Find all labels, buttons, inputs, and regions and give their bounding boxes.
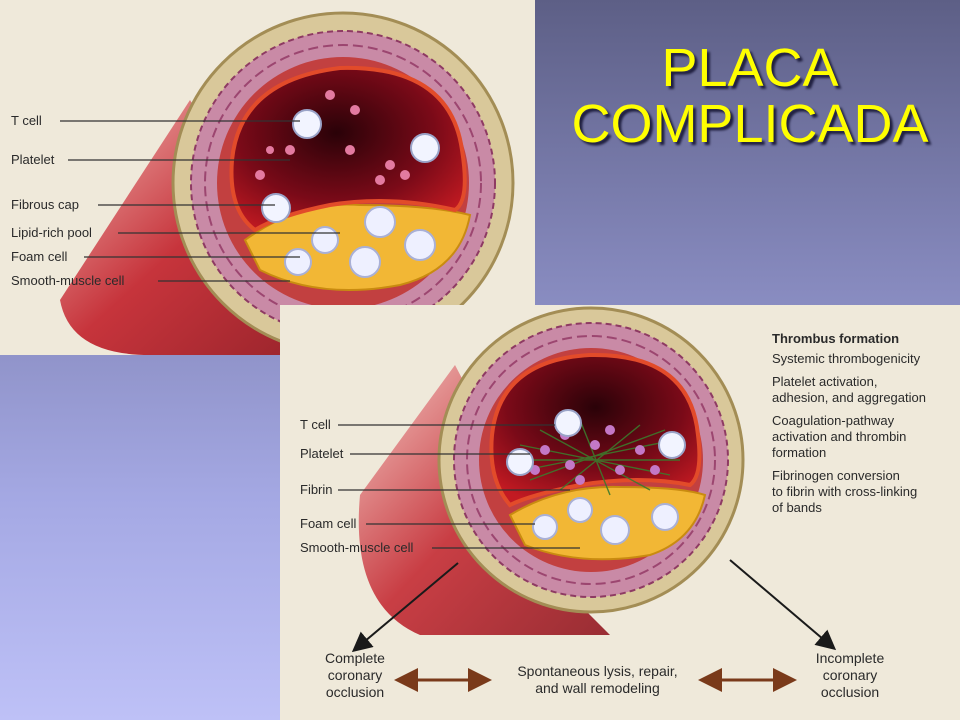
thrombus-step: Coagulation-pathway activation and throm… [772, 413, 907, 460]
slide-title-line2: COMPLICADA [571, 94, 929, 154]
label-smooth-muscle-cell: Smooth-muscle cell [11, 273, 125, 288]
thrombus-step: Systemic thrombogenicity [772, 351, 921, 366]
label-smooth-muscle-cell-2: Smooth-muscle cell [300, 540, 414, 555]
label-t-cell: T cell [11, 113, 42, 128]
outcome-complete-occlusion: Complete coronary occlusion [325, 650, 385, 700]
bottom-thrombus-diagram: T cell Platelet Fibrin Foam cell Smooth-… [280, 305, 960, 720]
label-platelet: Platelet [11, 152, 55, 167]
label-fibrin: Fibrin [300, 482, 333, 497]
label-t-cell-2: T cell [300, 417, 331, 432]
thrombus-step: Fibrinogen conversion to fibrin with cro… [772, 468, 918, 515]
label-platelet-2: Platelet [300, 446, 344, 461]
thrombus-step: Platelet activation, adhesion, and aggre… [772, 374, 926, 405]
label-foam-cell-2: Foam cell [300, 516, 357, 531]
slide-title-line1: PLACA [661, 38, 839, 98]
top-plaque-diagram: T cell Platelet Fibrous cap Lipid-rich p… [0, 0, 535, 355]
label-lipid-rich-pool: Lipid-rich pool [11, 225, 92, 240]
top-artery-illustration [60, 11, 515, 355]
label-fibrous-cap: Fibrous cap [11, 197, 79, 212]
thrombus-heading: Thrombus formation [772, 331, 900, 346]
outcome-incomplete-occlusion: Incomplete coronary occlusion [815, 650, 885, 700]
bottom-artery-illustration [338, 306, 837, 692]
label-foam-cell: Foam cell [11, 249, 68, 264]
outcome-spontaneous-lysis: Spontaneous lysis, repair, and wall remo… [517, 663, 678, 696]
slide-title: PLACA COMPLICADA [540, 40, 960, 152]
thrombus-formation-list: Thrombus formation Systemic thrombogenic… [772, 331, 957, 523]
